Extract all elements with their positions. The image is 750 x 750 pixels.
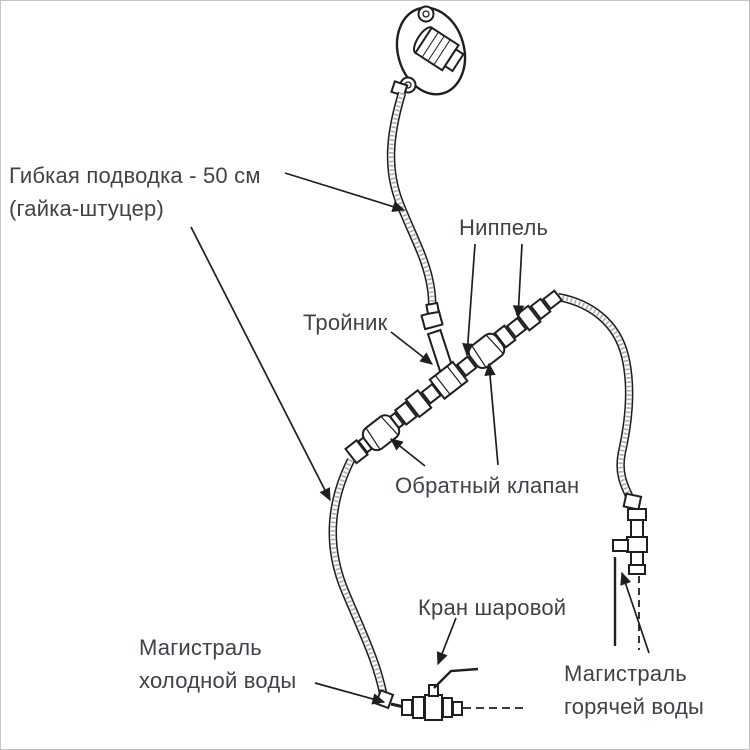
hose-top-braid	[388, 92, 435, 319]
ball-valve-drawing	[374, 667, 527, 721]
label-flexible-hose: Гибкая подводка - 50 см (гайка-штуцер)	[9, 159, 261, 225]
faucet-screw-top-inner	[422, 10, 430, 18]
hose-right-braid	[557, 294, 634, 503]
arrow-cold-main	[314, 682, 386, 705]
label-nipple: Ниппель	[459, 215, 549, 240]
arrow-check-valve-2	[484, 362, 499, 466]
assembly-hex-1	[404, 388, 433, 419]
arrow-flexible-hose-left	[190, 226, 331, 502]
callout-arrows	[190, 172, 650, 705]
label-tee: Тройник	[303, 310, 388, 335]
assembly-end-fitting	[541, 289, 564, 311]
label-cold-main-line2: холодной воды	[139, 668, 297, 693]
faucet-drawing	[390, 5, 467, 98]
nipple-mid	[455, 355, 478, 378]
arrow-flexible-hose-top	[284, 172, 406, 213]
arrow-nipple-right	[512, 243, 525, 319]
hose-right-nut	[622, 492, 643, 511]
faucet-cartridge	[412, 26, 465, 73]
arrow-tee	[390, 331, 434, 365]
assembly-nut-2	[393, 400, 418, 426]
hose-left-braid	[330, 459, 387, 699]
label-flexible-hose-line1: Гибкая подводка - 50 см	[9, 163, 261, 188]
ball-valve-lever	[433, 667, 479, 689]
hoses	[328, 91, 636, 699]
ball-valve-stem	[428, 684, 439, 697]
nipple-right	[505, 316, 528, 339]
hot-tee-body	[626, 536, 648, 553]
tee-fitting-body	[428, 360, 469, 401]
label-hot-main-line2: горячей воды	[564, 694, 705, 719]
assembly-nut-4	[529, 297, 552, 321]
ball-valve-body	[424, 694, 443, 721]
label-ball-valve: Кран шаровой	[418, 595, 567, 620]
label-cold-main-line1: Магистраль	[139, 635, 262, 660]
label-hot-main: Магистраль горячей воды	[564, 657, 704, 723]
hose-top-collar	[425, 301, 440, 315]
hot-tee-branch	[612, 539, 629, 552]
label-flexible-hose-line2: (гайка-штуцер)	[9, 196, 164, 221]
assembly-nut-3	[493, 324, 517, 349]
arrow-hot-main	[620, 571, 650, 654]
label-cold-main: Магистраль холодной воды	[139, 631, 296, 697]
arrow-check-valve-1	[389, 438, 426, 467]
hose-top-outline	[386, 91, 437, 319]
hose-left-nut	[374, 689, 395, 710]
arrow-ball-valve	[436, 617, 457, 666]
hot-water-fitting	[612, 492, 648, 650]
label-check-valve: Обратный клапан	[395, 473, 580, 498]
assembly-nut-left	[344, 438, 369, 465]
label-hot-main-line1: Магистраль	[564, 661, 687, 686]
arrow-nipple-mid	[462, 243, 476, 357]
tee-branch	[420, 301, 456, 378]
